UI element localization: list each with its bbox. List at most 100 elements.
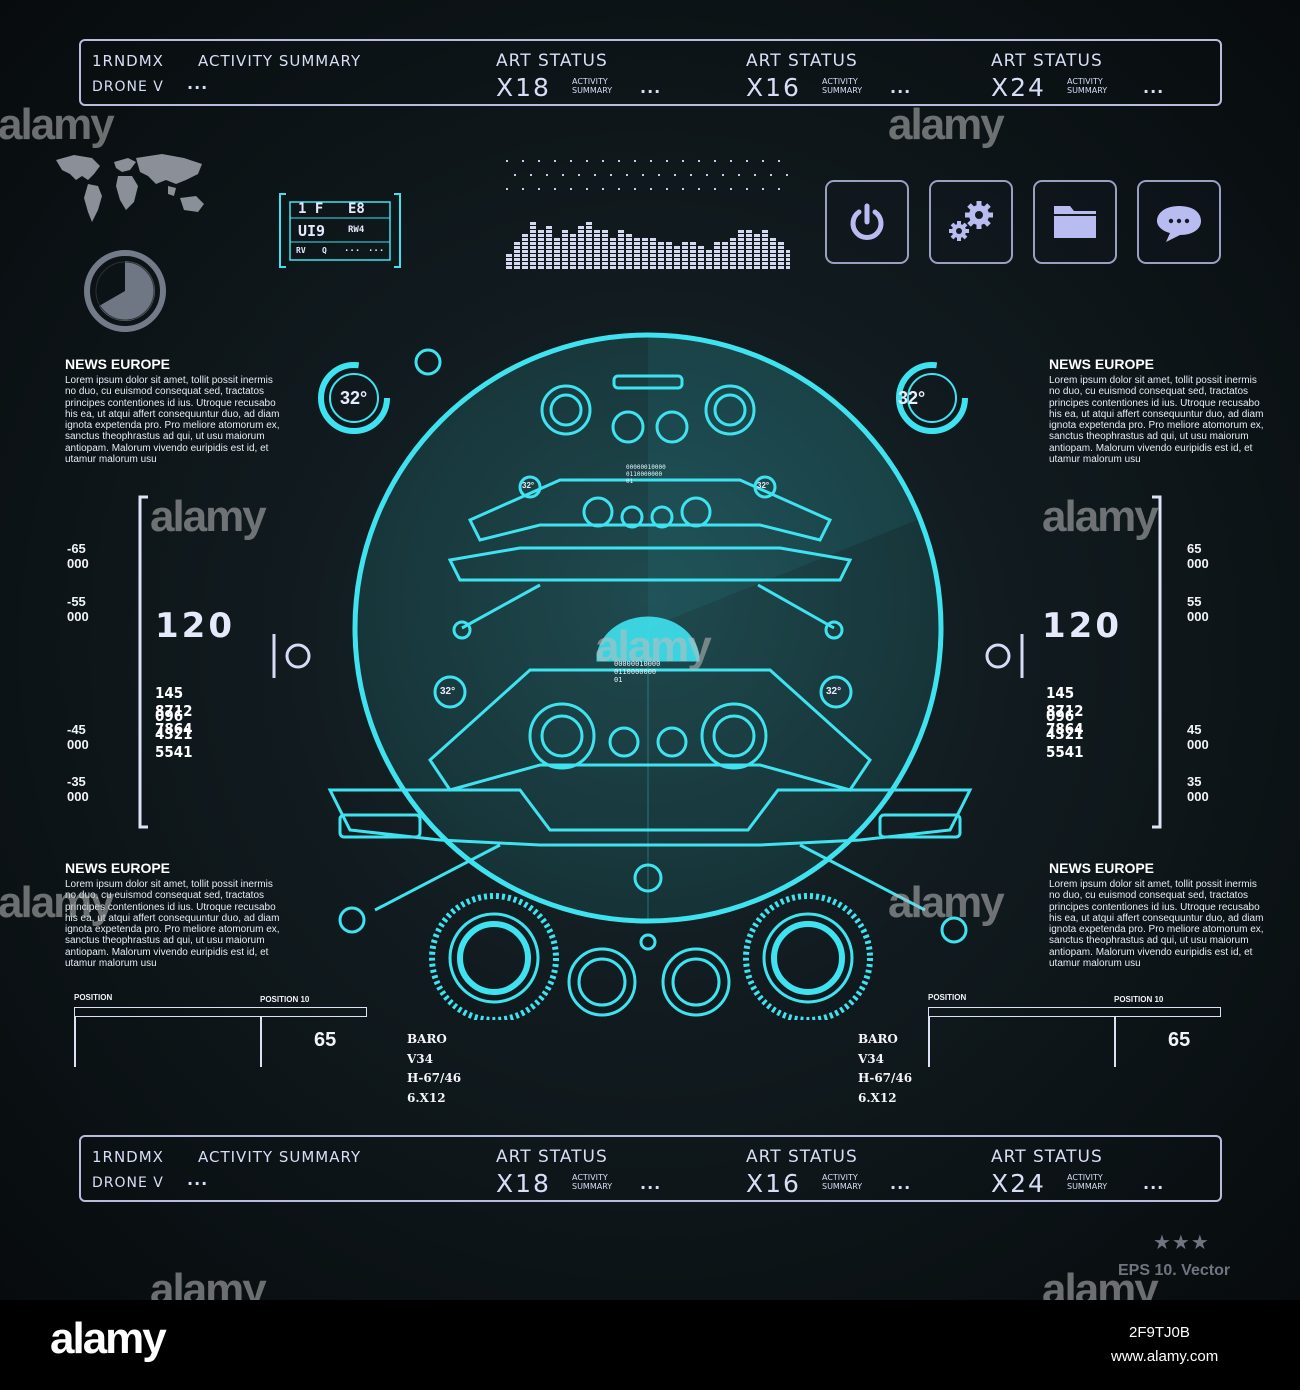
eq-bar-segment [514, 262, 520, 265]
eq-bar-segment [762, 258, 768, 261]
eq-bar-segment [562, 234, 568, 237]
status-value: X16 [746, 1169, 801, 1198]
settings-button[interactable] [929, 180, 1013, 264]
stock-footer: alamy 2F9TJ0B www.alamy.com [0, 1300, 1300, 1390]
status-sub: ACTIVITY [572, 1173, 608, 1182]
eq-bar-segment [722, 258, 728, 261]
eq-bar-segment [610, 246, 616, 249]
folder-icon [1054, 206, 1096, 238]
readout-line: 145 8712 7864 [155, 684, 193, 738]
eq-bar-segment [514, 266, 520, 269]
slider-knob-icon[interactable] [268, 630, 318, 682]
status-block-1: ART STATUS X18 ACTIVITY SUMMARY ... [496, 1145, 726, 1198]
eq-bar-segment [626, 266, 632, 269]
eq-bar-segment [650, 238, 656, 241]
eq-bar-segment [754, 258, 760, 261]
baro-line: H-67/46 [858, 1071, 913, 1085]
eq-bar-segment [562, 246, 568, 249]
baro-line: V34 [858, 1051, 885, 1066]
folder-button[interactable] [1033, 180, 1117, 264]
eq-bar-segment [698, 258, 704, 261]
eq-bar-segment [626, 242, 632, 245]
eq-bar-segment [514, 258, 520, 261]
eq-dot [602, 160, 604, 162]
eq-bar-segment [658, 246, 664, 249]
eq-bar-segment [762, 254, 768, 257]
eq-bar-segment [530, 250, 536, 253]
eq-bar-segment [730, 254, 736, 257]
eq-bar-segment [682, 258, 688, 261]
eq-bar-segment [746, 262, 752, 265]
slider-knob-icon[interactable] [980, 630, 1030, 682]
eq-bar-segment [594, 238, 600, 241]
position-track[interactable] [74, 1007, 367, 1017]
power-button[interactable] [825, 180, 909, 264]
eq-dot [730, 188, 732, 190]
baro-readout-right: BARO V34 H-67/46 6.X12 [858, 1030, 912, 1108]
eq-dot [786, 174, 788, 176]
eq-bar-segment [530, 266, 536, 269]
eq-bar-segment [754, 242, 760, 245]
eq-bar-segment [538, 238, 544, 241]
eq-bar-segment [586, 234, 592, 237]
position-panel-left: POSITION POSITION 10 65 [74, 993, 369, 1068]
eq-bar-segment [650, 254, 656, 257]
status-ellipsis: ... [890, 78, 912, 97]
eq-bar-segment [554, 242, 560, 245]
eq-dot [762, 160, 764, 162]
status-block-2: ART STATUS X16 ACTIVITY SUMMARY ... [746, 1145, 976, 1198]
eq-bar-segment [698, 254, 704, 257]
code-r2a: UI9 [298, 222, 326, 240]
eq-bar-segment [626, 254, 632, 257]
eq-bar-segment [770, 254, 776, 257]
eq-bar-segment [562, 266, 568, 269]
eq-bar-segment [522, 254, 528, 257]
eq-bar-segment [738, 254, 744, 257]
eq-dot [562, 174, 564, 176]
eq-bar-segment [514, 242, 520, 245]
eq-bar-segment [610, 266, 616, 269]
eq-dot [722, 174, 724, 176]
eq-bar-segment [522, 242, 528, 245]
readout-line: 145 8712 7864 [1046, 684, 1084, 738]
eq-dot [650, 160, 652, 162]
eq-bar-segment [762, 242, 768, 245]
baro-line: V34 [407, 1051, 434, 1066]
eq-bar-segment [554, 254, 560, 257]
eq-bar-segment [626, 250, 632, 253]
equalizer-graph [506, 160, 790, 269]
eq-bar-segment [698, 246, 704, 249]
temp-gauge-label: 32° [440, 686, 456, 697]
eq-bar-segment [722, 266, 728, 269]
chat-button[interactable] [1137, 180, 1221, 264]
eq-bar-segment [650, 258, 656, 261]
eq-bar-segment [530, 242, 536, 245]
eq-bar-segment [730, 246, 736, 249]
baro-readout-left: BARO V34 H-67/46 6.X12 [407, 1030, 461, 1108]
status-ellipsis: ... [640, 78, 662, 97]
eq-bar-segment [626, 238, 632, 241]
eq-bar-segment [690, 246, 696, 249]
eq-bar-segment [546, 266, 552, 269]
eq-dot [642, 174, 644, 176]
watermark-text: alamy [595, 622, 712, 671]
eq-bar-segment [642, 266, 648, 269]
divider [928, 1017, 930, 1067]
eq-bar-segment [618, 230, 624, 233]
eq-bar-segment [714, 250, 720, 253]
eq-dot [618, 188, 620, 190]
top-status-bar: 1RNDMX ACTIVITY SUMMARY DRONE V ... ART … [79, 39, 1222, 106]
eq-bar-segment [786, 266, 790, 269]
baro-line: 6.X12 [407, 1090, 446, 1105]
eq-bar-segment [602, 262, 608, 265]
eq-bar-segment [746, 246, 752, 249]
eq-bar-segment [754, 262, 760, 265]
eq-bar-segment [578, 246, 584, 249]
eq-bar-segment [562, 254, 568, 257]
binary-line: 01 [614, 676, 623, 684]
eq-bar-segment [562, 242, 568, 245]
eq-bar-segment [650, 262, 656, 265]
eq-dot [746, 188, 748, 190]
position-track[interactable] [928, 1007, 1221, 1017]
divider [260, 1017, 262, 1067]
